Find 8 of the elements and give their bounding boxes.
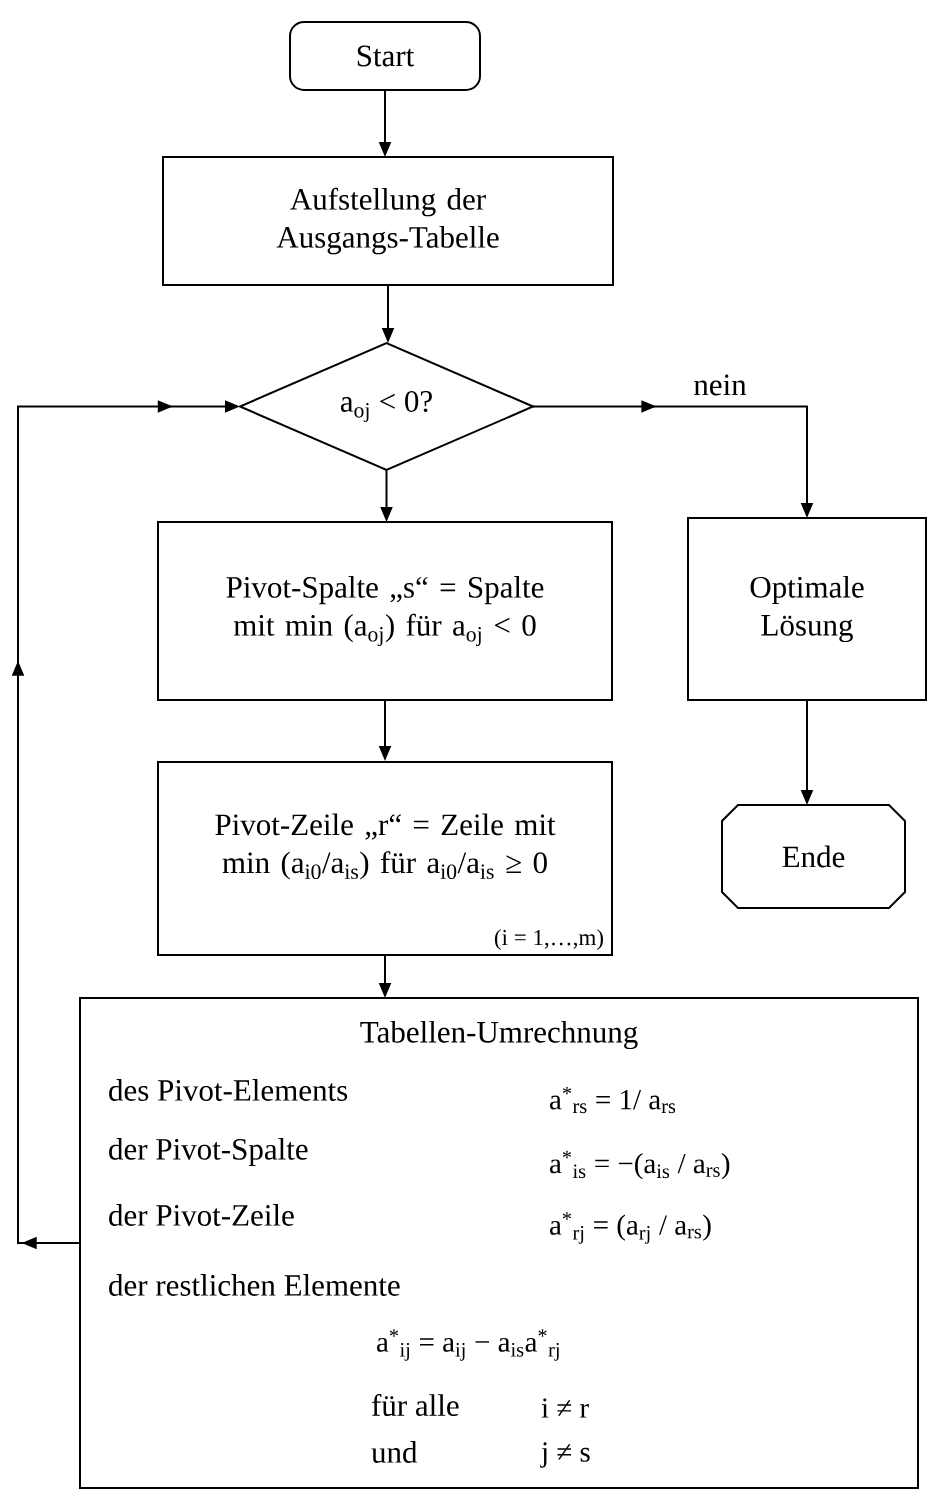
end-terminal: Ende xyxy=(721,804,906,909)
start-terminal: Start xyxy=(289,21,481,91)
process-box: Aufstellung der Ausgangs-Tabelle xyxy=(162,156,614,286)
edge-label: nein xyxy=(692,373,748,397)
process-box: Tabellen-Umrechnung des Pivot-Elements a$^{*}$$_{rs}$ = 1/ a$_{rs}$ der Pivot-Spalte a$^{*}$$_{is}$ = −(a$_{is}$ / a$_{rs}$) der Pivot-Zeile a$^{*}$$_{rj}$ = (a$_{rj}$ / a$_{rs}$) der restlichen Elemente a$^{*}$$_{ij}$ = a$_{ij}$ − a$_{is}$a$^{*}$rj für alle i ≠ r und j ≠ s xyxy=(79,997,919,1489)
process-box: Pivot-Zeile „r“ = Zeile mit min (a$_{i0}$/a$_{is}$) für a$_{i0}$/a$_{is}$ ≥ 0 (i = 1,…,m) xyxy=(157,761,613,956)
process-box: Pivot-Spalte „s“ = Spalte mit min (a$_{oj}$) für a$_{oj}$ < 0 xyxy=(157,521,613,701)
process-box: Optimale Lösung xyxy=(687,517,927,701)
